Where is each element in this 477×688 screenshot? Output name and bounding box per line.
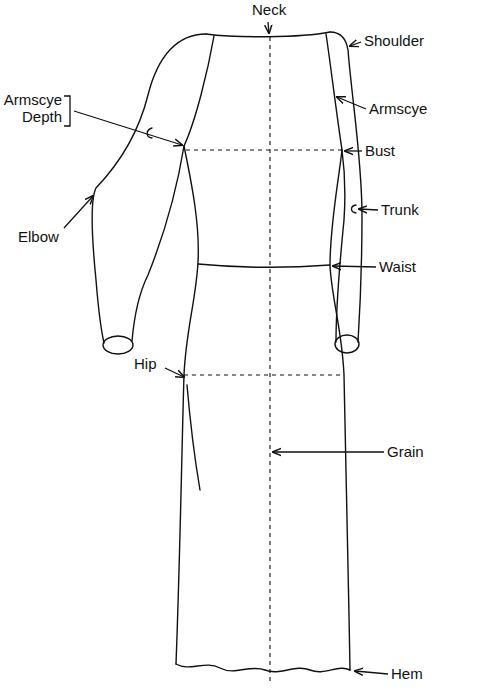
leader-line (333, 266, 376, 267)
right-armscye (326, 34, 342, 150)
bracket (64, 96, 70, 126)
leader-line (74, 111, 182, 145)
part-label: Hem (391, 666, 423, 683)
side-slit (187, 385, 200, 490)
waist-line (198, 264, 330, 267)
right-side-seam (330, 150, 350, 670)
leader-line (355, 671, 388, 674)
left-sleeve-inner (132, 146, 184, 341)
hem-line (176, 664, 350, 672)
part-label: Hip (134, 356, 157, 373)
leader-line (350, 42, 361, 46)
right-sleeve-inner (336, 150, 345, 342)
elbow-crease (147, 128, 152, 138)
grain-line (269, 37, 270, 682)
left-cuff (103, 336, 133, 354)
part-label: Neck (252, 2, 286, 19)
trunk-crease (352, 205, 357, 213)
part-label: Shoulder (364, 33, 424, 50)
neckline (206, 32, 330, 37)
part-label: Grain (387, 444, 424, 461)
part-label: Armscye (369, 101, 427, 118)
leader-line (165, 368, 184, 377)
leader-line (337, 97, 366, 109)
part-label: Trunk (381, 202, 419, 219)
left-sleeve (92, 34, 206, 343)
right-cuff (335, 335, 359, 353)
left-armscye (184, 36, 214, 146)
right-sleeve (330, 32, 362, 342)
leader-line (268, 22, 269, 33)
hip-line (184, 374, 344, 375)
part-label: Elbow (18, 229, 59, 246)
leader-line (273, 451, 384, 452)
part-label: Bust (365, 143, 395, 160)
bust-line (186, 149, 342, 150)
leader-line (345, 150, 362, 151)
leader-line (359, 209, 378, 210)
left-side-seam (176, 146, 198, 664)
part-label: Waist (379, 259, 416, 276)
leader-line (64, 196, 93, 228)
part-label: Armscye Depth (2, 92, 62, 125)
